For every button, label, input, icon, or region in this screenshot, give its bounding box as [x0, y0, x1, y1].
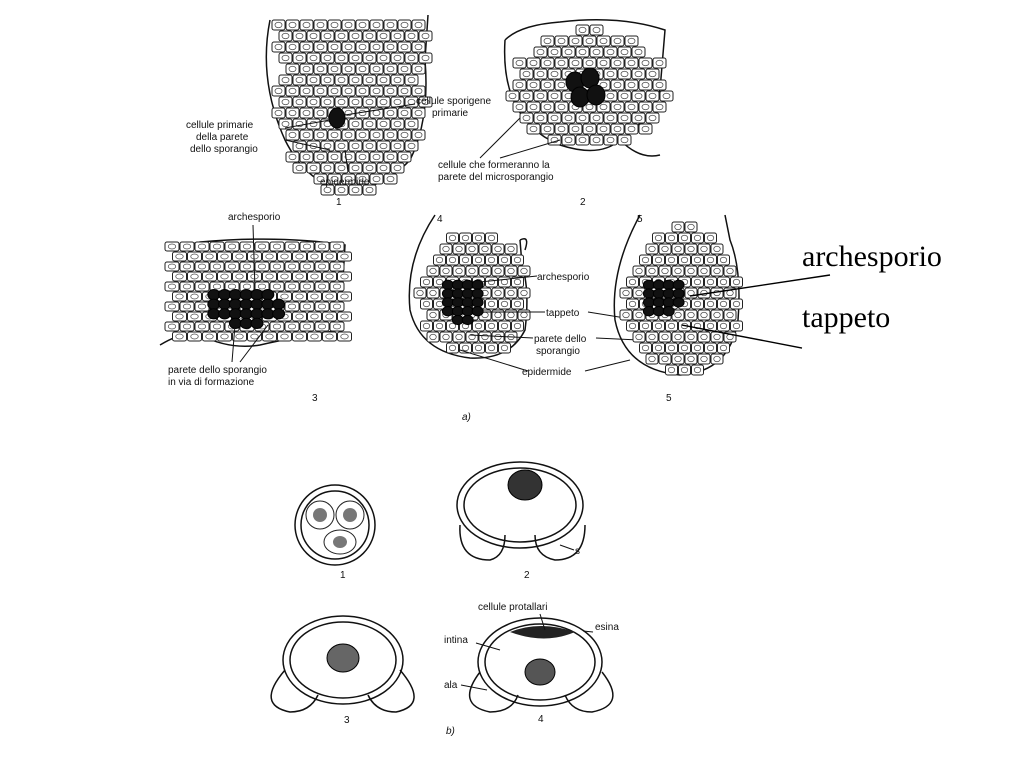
fig-a3-number: 3 — [312, 393, 318, 404]
label-cellule-primarie-3: dello sporangio — [190, 144, 258, 155]
label-cellule-primarie-1: cellule primarie — [186, 120, 254, 131]
label-epidermide-a4: epidermide — [522, 367, 572, 378]
panel-a-caption: a) — [462, 412, 471, 423]
fig-a4-number: 4 — [437, 214, 443, 225]
fig-a4-drawing — [408, 214, 531, 359]
fig-b1-number: 1 — [340, 570, 346, 581]
callout-tappeto: tappeto — [802, 301, 890, 334]
label-cellule-sporigene-2: primarie — [432, 108, 469, 119]
panel-b-caption: b) — [446, 726, 455, 737]
label-intina: intina — [444, 635, 468, 646]
fig-b3-number: 3 — [344, 715, 350, 726]
label-s: s — [575, 546, 580, 557]
fig-b2-pollen — [456, 461, 586, 561]
label-ala: ala — [444, 680, 458, 691]
archesporium-cluster-a4 — [441, 279, 484, 326]
label-parete-formazione-1: parete dello sporangio — [168, 365, 267, 376]
label-esina: esina — [595, 622, 619, 633]
fig-a1-number: 1 — [336, 197, 342, 208]
label-cellule-protallari: cellule protallari — [478, 602, 547, 613]
label-cellule-sporigene-1: cellule sporigene — [416, 96, 491, 107]
sporogenous-cell-a1 — [328, 107, 346, 129]
fig-b3-pollen — [270, 615, 415, 713]
label-cellule-primarie-2: della parete — [196, 132, 249, 143]
fig-b4-number: 4 — [538, 714, 544, 725]
archesporium-cluster-a5 — [642, 279, 685, 317]
fig-a2-number: 2 — [580, 197, 586, 208]
fig-a5-drawing — [613, 214, 743, 376]
fig-a2-drawing — [503, 19, 674, 157]
fig-a1-drawing — [265, 14, 433, 196]
label-tappeto-a4: tappeto — [546, 308, 580, 319]
label-cellule-formeranno-1: cellule che formeranno la — [438, 160, 550, 171]
label-archesporio-a4: archesporio — [537, 272, 590, 283]
archesporium-cluster-a3 — [207, 289, 286, 329]
label-parete-dello-1: parete dello — [534, 334, 587, 345]
fig-a3-drawing — [159, 238, 352, 347]
fig-b2-number: 2 — [524, 570, 530, 581]
label-epidermide-a1: epidermide — [320, 177, 370, 188]
callout-archesporio: archesporio — [802, 240, 942, 273]
sporogenous-cluster-a2 — [565, 67, 606, 108]
label-cellule-formeranno-2: parete del microsporangio — [438, 172, 554, 183]
label-archesporio-a3: archesporio — [228, 212, 281, 223]
fig-b4-pollen — [468, 617, 614, 713]
fig-a5-number: 5 — [637, 214, 643, 225]
label-parete-formazione-2: in via di formazione — [168, 377, 255, 388]
fig-b1-tetrad — [294, 484, 376, 566]
fig-a5-number-bottom: 5 — [666, 393, 672, 404]
label-parete-dello-2: sporangio — [536, 346, 580, 357]
